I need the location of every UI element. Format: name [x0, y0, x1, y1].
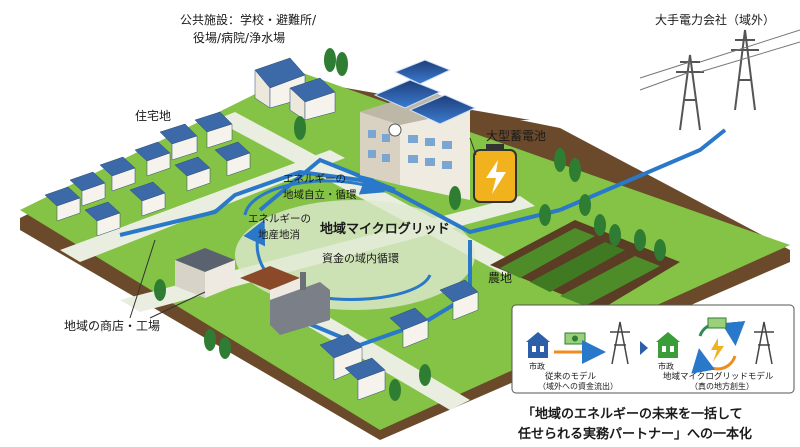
new-model-title: 地域マイクログリッドモデル — [663, 371, 774, 382]
tagline-line-1: 「地域のエネルギーの未来を一括して — [522, 406, 743, 422]
comparison-panel: 市政 従来のモデル （域外への資金流出） 市政 地域マイクログリッドモデル （真… — [511, 304, 795, 394]
microgrid-label: 地域マイクログリッド — [320, 221, 450, 237]
old-model-city-icon — [526, 332, 550, 358]
old-model-subtitle: （域外への資金流出） — [538, 381, 618, 391]
new-model-city-icon — [656, 332, 680, 358]
new-model-city-label: 市政 — [658, 361, 674, 371]
public-facilities-label-2: 役場/病院/浄水場 — [193, 30, 285, 45]
tagline-line-2: 任せられる実務パートナー」への一本化 — [517, 426, 752, 442]
self-reliance-label-1: エネルギーの — [283, 173, 346, 185]
old-model-city-label: 市政 — [529, 361, 545, 371]
old-model-title: 従来のモデル — [545, 371, 597, 382]
new-model-pylon-icon — [754, 321, 774, 365]
battery-icon — [473, 144, 517, 203]
house-icon — [44, 57, 479, 401]
trees — [154, 48, 666, 401]
self-reliance-label-2: 地域自立・循環 — [283, 188, 357, 201]
utility-label: 大手電力会社（域外） — [655, 12, 775, 27]
farmland — [490, 220, 680, 310]
leader-lines — [129, 137, 477, 319]
shops-factories-label: 地域の商店・工場 — [64, 318, 160, 333]
solar-panel-icon — [373, 59, 477, 125]
local-production-label-2: 地産地消 — [258, 228, 300, 241]
factory-icon — [175, 248, 330, 335]
battery-label: 大型蓄電池 — [486, 129, 546, 143]
farmland-label: 農地 — [488, 271, 512, 285]
public-facilities-label-1: 公共施設：学校・避難所/ — [180, 12, 317, 27]
capital-cycle-label: 資金の域内循環 — [322, 251, 399, 265]
old-model-pylon-icon — [610, 321, 630, 365]
local-production-label-1: エネルギーの — [248, 213, 311, 225]
residential-label: 住宅地 — [135, 108, 171, 123]
pylon-icon — [639, 29, 800, 131]
transition-arrow-icon — [640, 341, 648, 355]
new-model-subtitle: （真の地方創生） — [690, 381, 754, 391]
money-icon — [564, 332, 586, 345]
cycle-icon — [691, 317, 746, 374]
